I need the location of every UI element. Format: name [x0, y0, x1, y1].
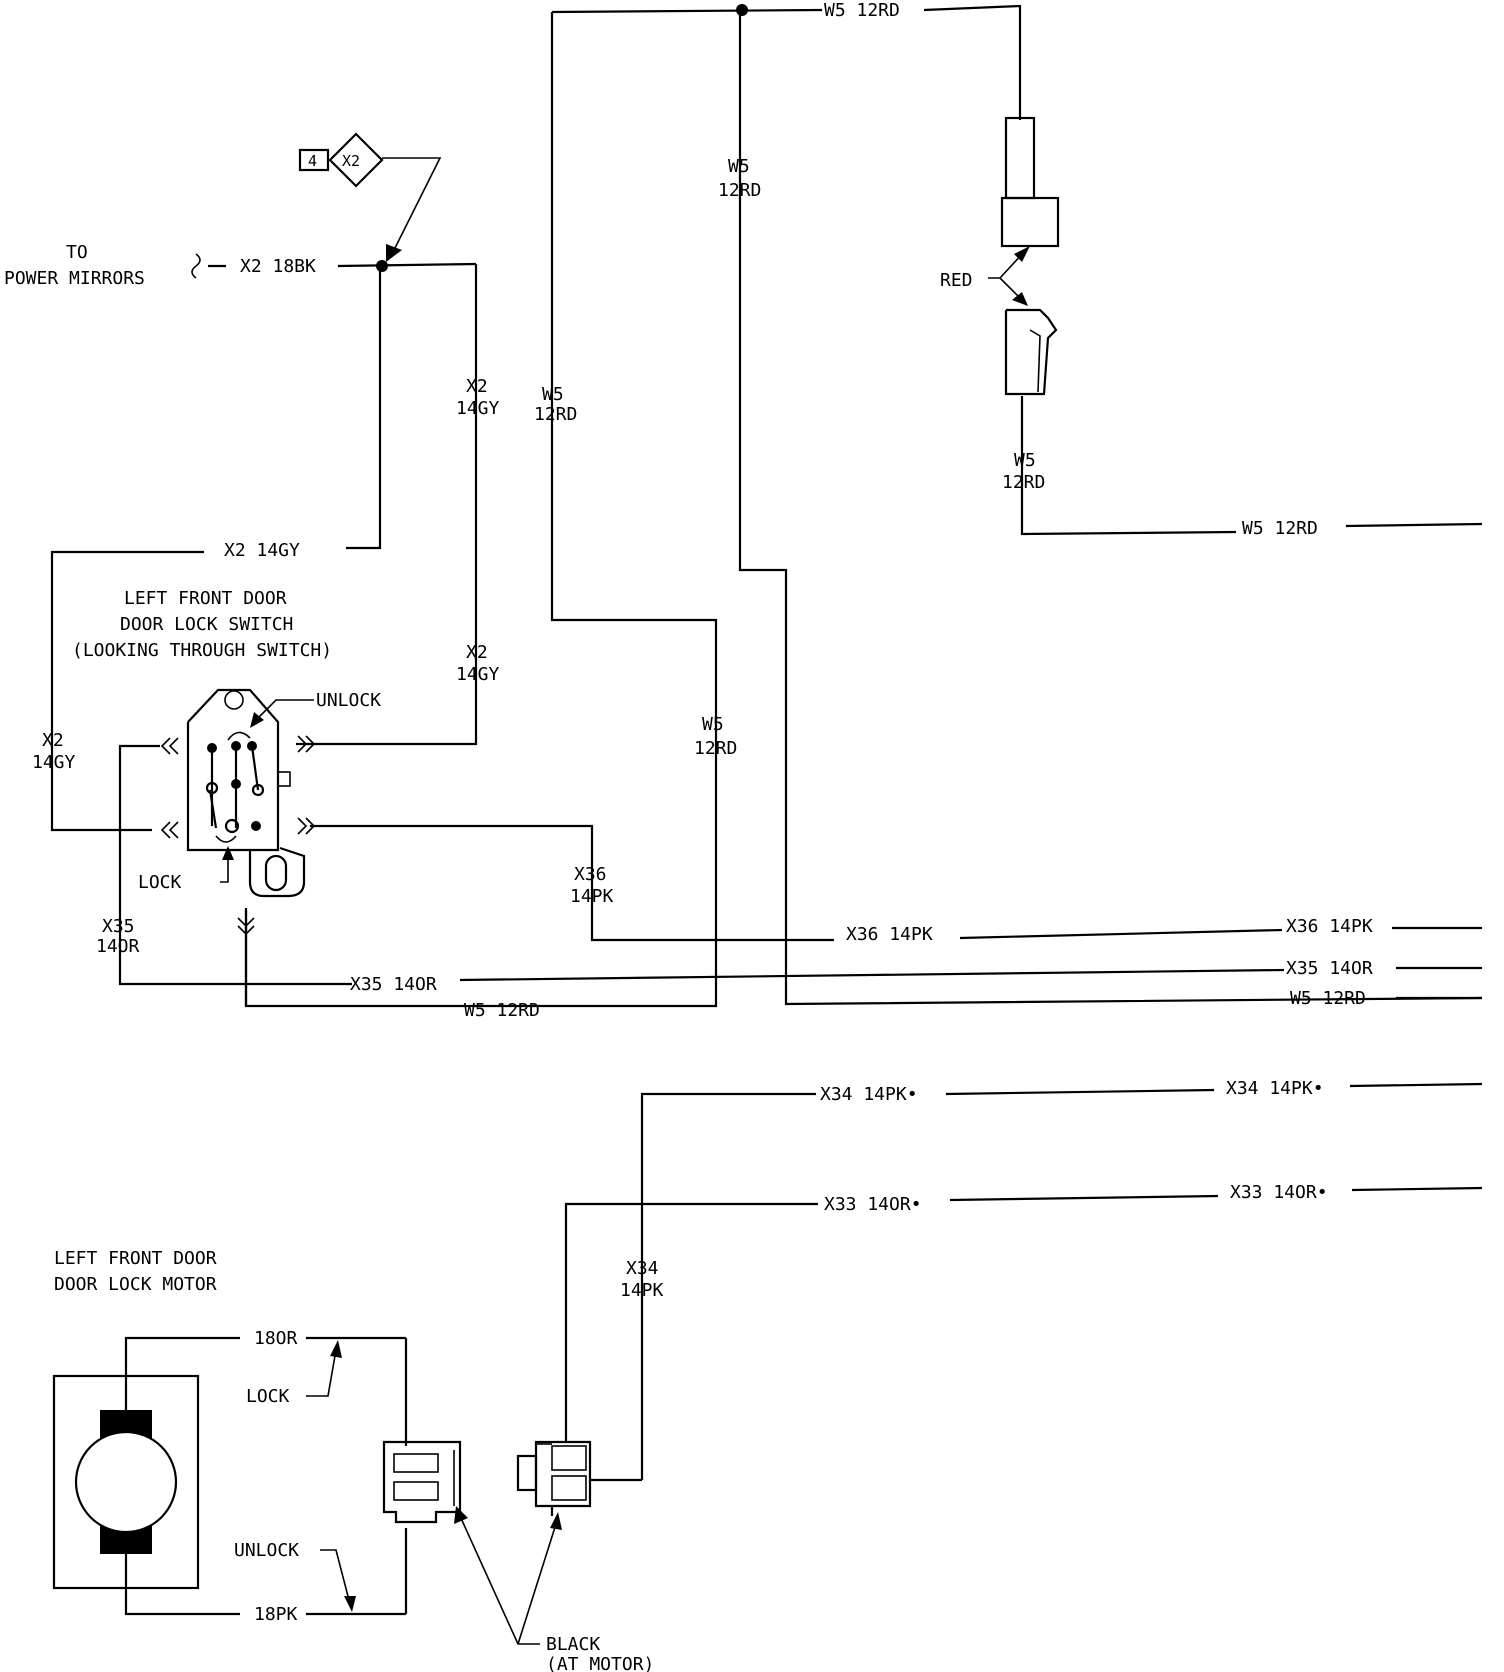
red-label: RED [940, 270, 973, 291]
x33-mid-label: X33 14OR• [824, 1194, 922, 1215]
x33-right-label: X33 14OR• [1230, 1182, 1328, 1203]
w5-wires [244, 4, 1483, 1008]
w5-connector-label-b: 12RD [1002, 472, 1045, 493]
w5-vert-label-2b: 12RD [534, 404, 577, 425]
ground-symbol [298, 132, 442, 262]
switch-leaders [220, 699, 314, 883]
motor-18or-label: 18OR [254, 1328, 298, 1349]
w5-vert-label-1b: 12RD [718, 180, 761, 201]
x2-left-label-a: X2 [42, 730, 64, 751]
x2-splice-dot [376, 260, 388, 272]
motor-unlock-label: UNLOCK [234, 1540, 299, 1561]
splice-dot [736, 4, 748, 16]
black-leaders [454, 1506, 562, 1645]
x36-mid-label: X36 14PK [846, 924, 933, 945]
x36-vert-label-b: 14PK [570, 886, 614, 907]
at-motor-label: (AT MOTOR) [546, 1654, 654, 1672]
inline-connector [1000, 116, 1060, 396]
motor-connector-female [382, 1440, 462, 1524]
w5-vert-label-1a: W5 [728, 156, 750, 177]
unlock-switch-label: UNLOCK [316, 690, 381, 711]
x2-vert-label-2a: X2 [466, 642, 488, 663]
x34-x33-wires [564, 1082, 1483, 1480]
x2-18bk-label: X2 18BK [240, 256, 316, 277]
switch-wires [118, 744, 1482, 1006]
x34-mid-label: X34 14PK• [820, 1084, 918, 1105]
w5-vert-label-2a: W5 [542, 384, 564, 405]
x34-vert-label-b: 14PK [620, 1280, 664, 1301]
x2-vert-label-2b: 14GY [456, 664, 500, 685]
motor-lock-label: LOCK [246, 1386, 290, 1407]
x34-vert-label-a: X34 [626, 1258, 659, 1279]
w5-right-label: W5 12RD [1242, 518, 1318, 539]
break-symbol [191, 253, 201, 279]
w5-bottom-right-label: W5 12RD [1290, 988, 1366, 1009]
x35-mid-label: X35 14OR [350, 974, 437, 995]
w5-vert-label-3a: W5 [702, 714, 724, 735]
ground-number: 4 [308, 152, 317, 170]
motor-title-1: LEFT FRONT DOOR [54, 1248, 217, 1269]
x35-vert-label-a: X35 [102, 916, 135, 937]
x2-left-label-b: 14GY [32, 752, 76, 773]
x34-right-label: X34 14PK• [1226, 1078, 1324, 1099]
lock-switch-label: LOCK [138, 872, 182, 893]
x35-vert-label-b: 14OR [96, 936, 140, 957]
black-label: BLACK [546, 1634, 600, 1655]
x2-horiz-label: X2 14GY [224, 540, 300, 561]
switch-title-3: (LOOKING THROUGH SWITCH) [72, 640, 332, 661]
motor-title-2: DOOR LOCK MOTOR [54, 1274, 217, 1295]
x36-right-label: X36 14PK [1286, 916, 1373, 937]
x2-vert-label-1b: 14GY [456, 398, 500, 419]
x2-vert-label-1a: X2 [466, 376, 488, 397]
w5-bottom-label: W5 12RD [464, 1000, 540, 1021]
x36-vert-label-a: X36 [574, 864, 607, 885]
w5-vert-label-3b: 12RD [694, 738, 737, 759]
switch-title-1: LEFT FRONT DOOR [124, 588, 287, 609]
to-label: TO [66, 242, 88, 263]
power-mirrors-label: POWER MIRRORS [4, 268, 145, 289]
door-lock-switch [160, 688, 316, 936]
motor-18pk-label: 18PK [254, 1604, 298, 1625]
ground-id: X2 [342, 152, 360, 170]
x35-right-label: X35 14OR [1286, 958, 1373, 979]
x2-wires [50, 253, 478, 832]
door-lock-motor [52, 1336, 408, 1616]
w5-top-label: W5 12RD [824, 0, 900, 21]
red-leader [988, 246, 1030, 306]
switch-title-2: DOOR LOCK SWITCH [120, 614, 293, 635]
w5-connector-label-a: W5 [1014, 450, 1036, 471]
motor-connector-male [516, 1440, 642, 1516]
motor-leaders [306, 1340, 356, 1612]
